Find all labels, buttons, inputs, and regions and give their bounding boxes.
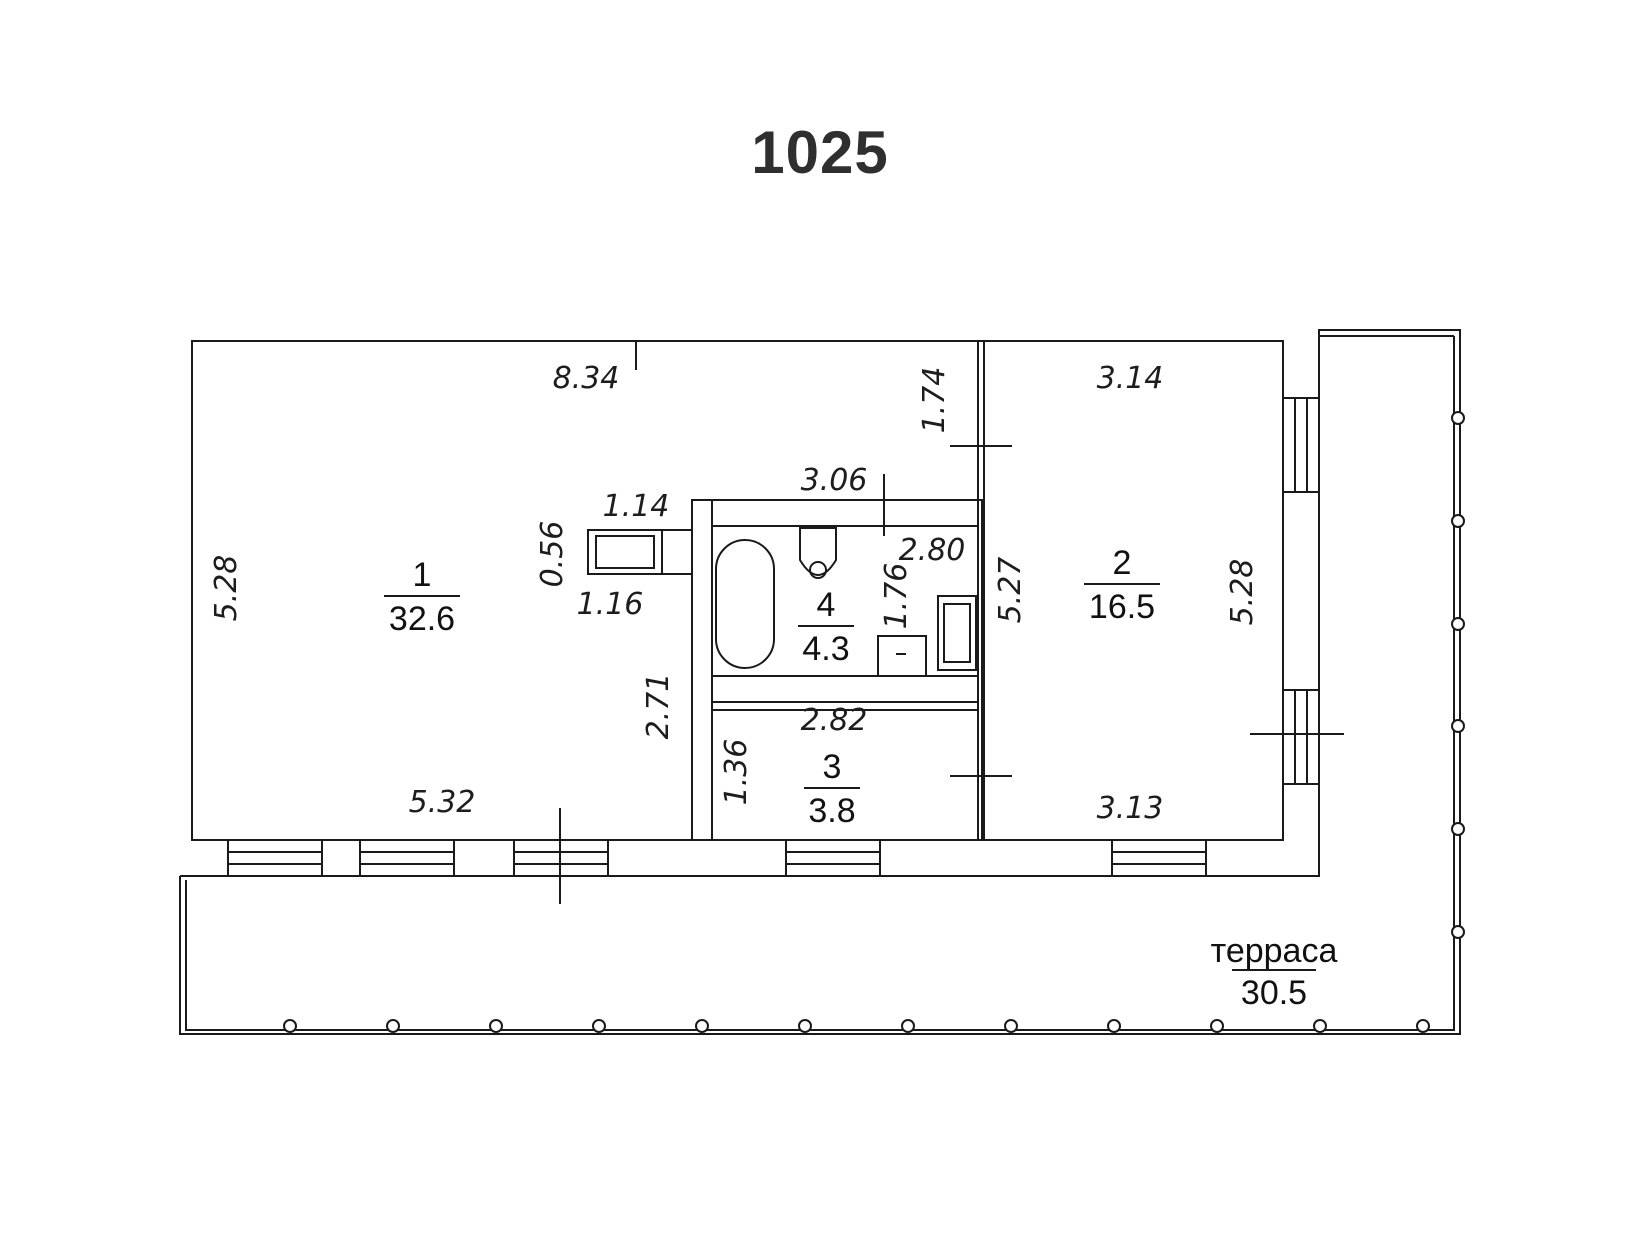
dim-room2-bottom: 3.13 — [1097, 791, 1164, 826]
room-2-label: 2 16.5 — [1084, 544, 1160, 626]
room-1-label: 1 32.6 — [384, 556, 460, 638]
terrace-posts — [283, 411, 1465, 1033]
window-bottom-5 — [1111, 839, 1207, 877]
dim-kitchen-inner: 1.16 — [577, 587, 644, 622]
window-bottom-4 — [785, 839, 881, 877]
dim-top-right-wall: 1.74 — [917, 367, 952, 434]
svg-text:3: 3 — [823, 748, 842, 786]
svg-text:4.3: 4.3 — [802, 630, 849, 668]
svg-text:терраса: терраса — [1211, 932, 1338, 970]
svg-text:32.6: 32.6 — [389, 600, 455, 638]
svg-text:3.8: 3.8 — [808, 792, 855, 830]
dim-room3-top: 2.82 — [801, 703, 868, 738]
svg-text:2: 2 — [1113, 544, 1132, 582]
plan-title: 1025 — [751, 119, 889, 186]
toilet-icon — [799, 527, 837, 576]
washer-icon — [937, 595, 977, 671]
dim-room2-right: 5.28 — [1225, 559, 1260, 626]
dim-room2-top: 3.14 — [1097, 361, 1164, 396]
dim-room1-top: 8.34 — [553, 361, 620, 396]
window-bottom-1 — [227, 839, 323, 877]
dim-bath-top: 3.06 — [801, 463, 868, 498]
dim-kitchen-depth: 0.56 — [535, 521, 570, 588]
window-right-1 — [1282, 397, 1320, 493]
window-right-2 — [1282, 689, 1320, 785]
bathtub-icon — [715, 539, 775, 669]
dim-room2-left: 5.27 — [993, 557, 1028, 624]
dim-room3-left: 1.36 — [719, 739, 754, 806]
terrace-outline — [179, 329, 1461, 1035]
room-4-label: 4 4.3 — [798, 586, 854, 668]
dim-bath-right: 2.80 — [899, 533, 966, 568]
svg-text:1: 1 — [413, 556, 432, 594]
dim-kitchen-width: 1.14 — [603, 489, 670, 524]
dim-room1-left: 5.28 — [209, 555, 244, 622]
svg-text:30.5: 30.5 — [1241, 974, 1307, 1012]
sink-icon — [877, 635, 927, 677]
dim-corridor: 2.71 — [641, 673, 676, 740]
terrace-label: терраса 30.5 — [1211, 932, 1338, 1012]
room-3-label: 3 3.8 — [804, 748, 860, 830]
dim-room1-bottom: 5.32 — [409, 785, 476, 820]
dim-bath-inner: 1.76 — [879, 563, 914, 630]
svg-text:16.5: 16.5 — [1089, 588, 1155, 626]
svg-text:4: 4 — [817, 586, 836, 624]
window-bottom-2 — [359, 839, 455, 877]
